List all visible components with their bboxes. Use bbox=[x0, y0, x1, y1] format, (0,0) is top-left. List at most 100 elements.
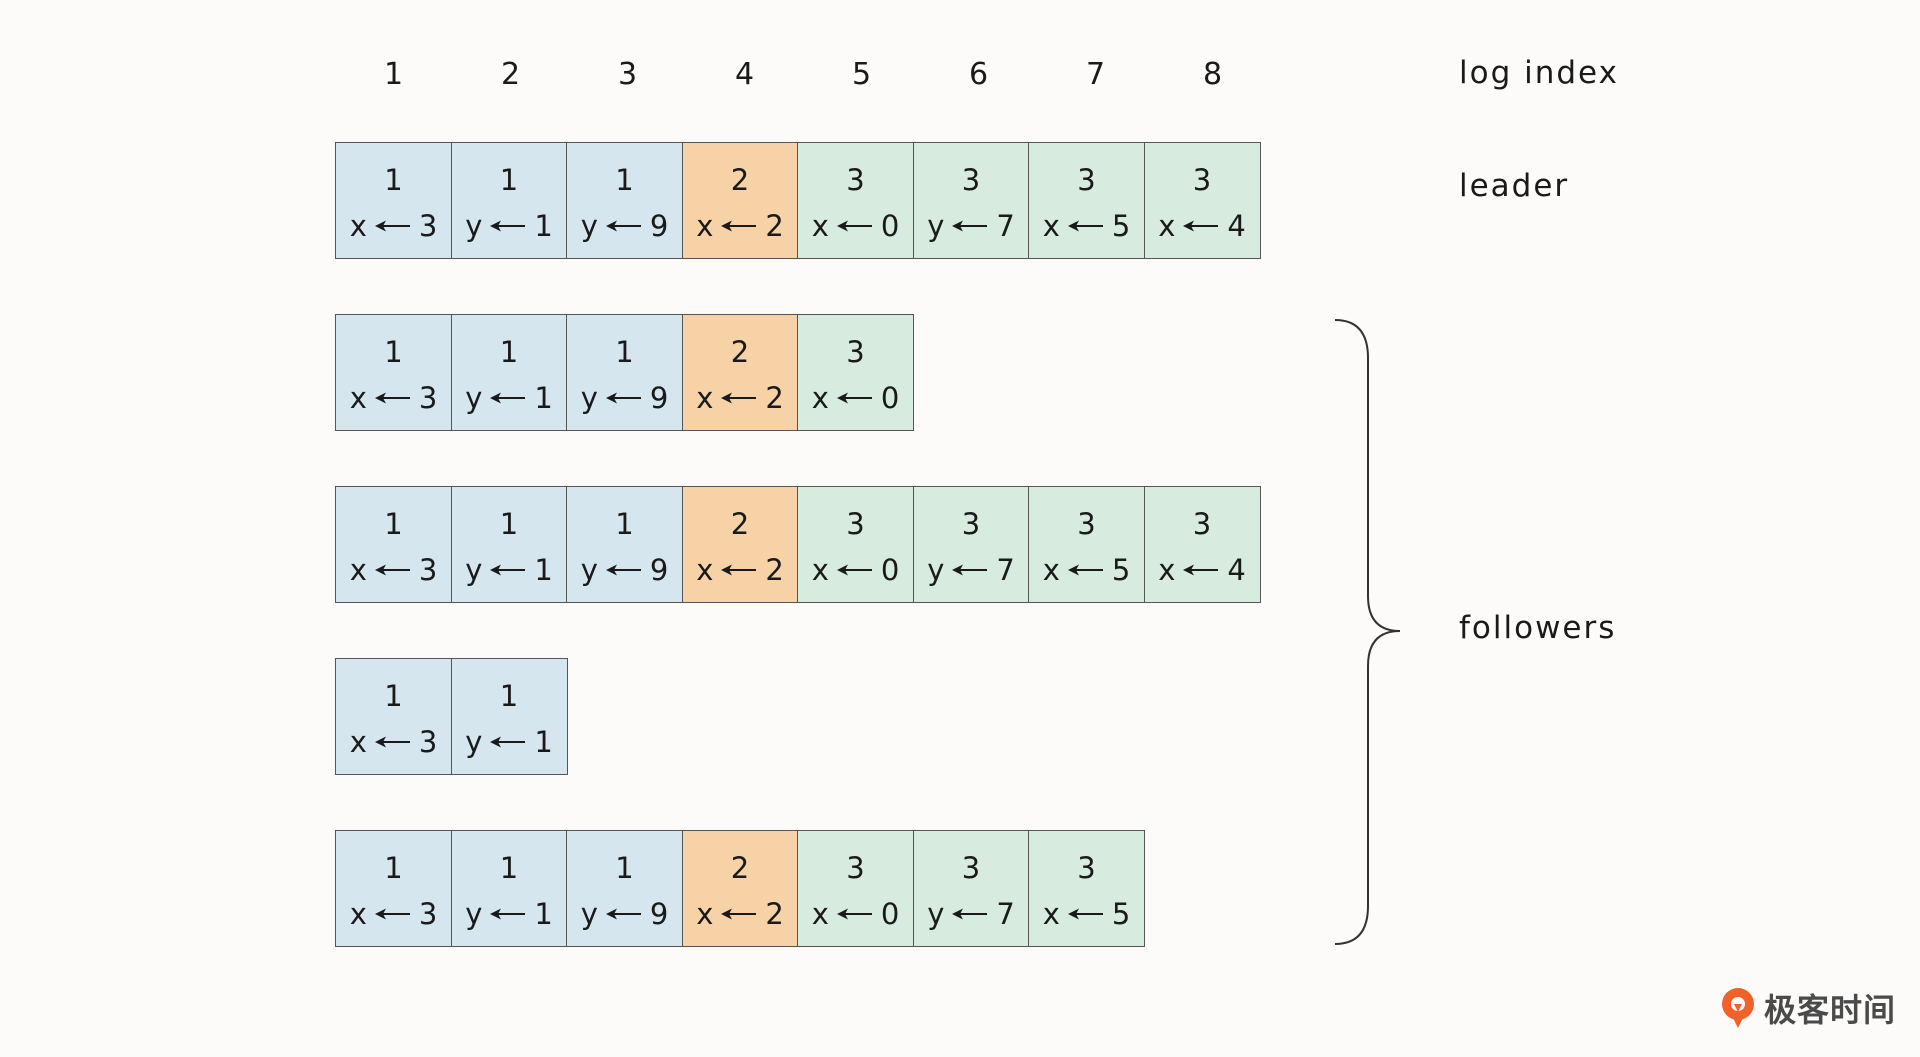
assign-arrow-icon bbox=[490, 219, 526, 233]
entry-term: 3 bbox=[846, 162, 865, 197]
entry-variable: y bbox=[580, 380, 598, 415]
entry-value: 3 bbox=[418, 552, 438, 587]
entry-term: 1 bbox=[499, 850, 519, 885]
entry-variable: x bbox=[1158, 552, 1176, 587]
assign-arrow-icon bbox=[952, 219, 988, 233]
entry-variable: x bbox=[811, 380, 829, 415]
entry-variable: x bbox=[349, 380, 367, 415]
entry-term: 3 bbox=[961, 506, 981, 541]
entry-term: 2 bbox=[730, 506, 750, 541]
log-index-label: log index bbox=[1459, 55, 1619, 91]
entry-value: 1 bbox=[534, 552, 553, 587]
entry-variable: y bbox=[927, 208, 945, 243]
entry-term: 1 bbox=[615, 162, 634, 197]
entry-value: 2 bbox=[765, 896, 784, 931]
assign-arrow-icon bbox=[952, 563, 988, 577]
assign-arrow-icon bbox=[721, 391, 757, 405]
entry-variable: y bbox=[465, 208, 483, 243]
entry-value: 9 bbox=[649, 380, 669, 415]
assign-arrow-icon bbox=[952, 907, 988, 921]
entry-value: 7 bbox=[996, 208, 1015, 243]
entry-variable: y bbox=[927, 896, 945, 931]
log-index-number: 6 bbox=[968, 57, 989, 92]
entry-value: 1 bbox=[534, 380, 553, 415]
assign-arrow-icon bbox=[1183, 219, 1219, 233]
entry-term: 2 bbox=[730, 162, 750, 197]
entry-term: 1 bbox=[615, 334, 634, 369]
entry-term: 1 bbox=[615, 850, 634, 885]
assign-arrow-icon bbox=[605, 563, 642, 577]
entry-value: 9 bbox=[649, 208, 669, 243]
assign-arrow-icon bbox=[721, 219, 757, 233]
entry-value: 3 bbox=[418, 724, 438, 759]
entry-variable: y bbox=[580, 896, 598, 931]
entry-term: 1 bbox=[384, 678, 403, 713]
entry-term: 3 bbox=[1192, 162, 1212, 197]
entry-variable: y bbox=[580, 552, 598, 587]
entry-variable: y bbox=[465, 380, 483, 415]
assign-arrow-icon bbox=[605, 391, 642, 405]
entry-variable: x bbox=[696, 208, 714, 243]
assign-arrow-icon bbox=[1183, 563, 1219, 577]
entry-variable: x bbox=[1042, 208, 1060, 243]
assign-arrow-icon bbox=[836, 563, 873, 577]
assign-arrow-icon bbox=[490, 563, 526, 577]
entry-value: 0 bbox=[880, 208, 900, 243]
entry-term: 1 bbox=[384, 506, 403, 541]
entry-variable: x bbox=[811, 552, 829, 587]
assign-arrow-icon bbox=[1067, 219, 1104, 233]
entry-term: 1 bbox=[499, 678, 519, 713]
entry-term: 1 bbox=[384, 162, 403, 197]
entry-variable: x bbox=[1042, 552, 1060, 587]
entry-term: 1 bbox=[499, 162, 519, 197]
assign-arrow-icon bbox=[605, 219, 642, 233]
log-index-number: 5 bbox=[851, 57, 872, 92]
followers-label: followers bbox=[1459, 610, 1617, 646]
entry-variable: x bbox=[811, 208, 829, 243]
assign-arrow-icon bbox=[836, 907, 873, 921]
entry-value: 2 bbox=[765, 208, 784, 243]
entry-variable: x bbox=[696, 552, 714, 587]
assign-arrow-icon bbox=[721, 563, 757, 577]
entry-variable: x bbox=[349, 724, 367, 759]
entry-variable: y bbox=[580, 208, 598, 243]
entry-value: 0 bbox=[880, 896, 900, 931]
geektime-logo-icon bbox=[1722, 988, 1754, 1028]
assign-arrow-icon bbox=[374, 391, 411, 405]
assign-arrow-icon bbox=[721, 907, 757, 921]
entry-value: 9 bbox=[649, 896, 669, 931]
